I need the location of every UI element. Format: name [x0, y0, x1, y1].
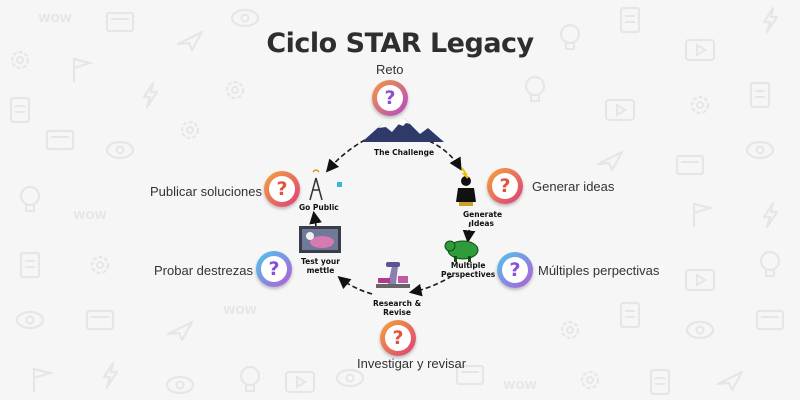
cycle-label-public: Go Public [299, 203, 339, 212]
cycle-label-generate: Generate Ideas [463, 210, 502, 228]
cycle-arrow-3 [462, 221, 476, 244]
cycle-label-research-line2: Revise [383, 308, 411, 317]
cycle-label-multiple-line2: Perspectives [441, 270, 496, 279]
cycle-label-generate-line1: Generate [463, 210, 503, 219]
cycle-arrow-4 [408, 275, 453, 297]
cycle-label-test-line2: mettle [306, 266, 335, 275]
question-mark-icon: ? [276, 178, 288, 200]
cycle-label-test-line1: Test your [301, 257, 340, 266]
microscope-icon [376, 262, 410, 288]
node-label-investigar-revisar: Investigar y revisar [357, 356, 467, 371]
cycle-arrow-5 [337, 275, 373, 295]
question-mark-icon: ? [268, 258, 280, 280]
question-button-investigar-revisar[interactable]: ? [380, 320, 416, 356]
question-button-generar-ideas[interactable]: ? [487, 168, 523, 204]
page-title: Ciclo STAR Legacy [266, 28, 534, 59]
question-button-publicar-soluciones[interactable]: ? [264, 171, 300, 207]
node-label-multiples-perpectivas: Múltiples perpectivas [538, 263, 660, 278]
node-label-probar-destrezas: Probar destrezas [154, 263, 253, 278]
node-label-reto: Reto [376, 62, 404, 77]
cursor-marker [337, 182, 342, 187]
question-mark-icon: ? [392, 327, 404, 349]
question-mark-icon: ? [509, 259, 521, 281]
cycle-label-research: Research & Revise [373, 299, 421, 317]
question-button-probar-destrezas[interactable]: ? [256, 251, 292, 287]
cycle-label-multiple-line1: Multiple [450, 261, 486, 270]
cycle-arrow-6 [309, 210, 322, 227]
test-photo [299, 226, 341, 253]
cycle-label-generate-line2: Ideas [471, 219, 494, 228]
question-mark-icon: ? [499, 175, 511, 197]
tower-icon [309, 169, 323, 201]
cycle-label-multiple: Multiple Perspectives [441, 261, 495, 279]
node-label-publicar-soluciones: Publicar soluciones [150, 184, 263, 199]
cycle-label-research-line1: Research & [373, 299, 422, 308]
cycle-label-test: Test your mettle [301, 257, 340, 275]
node-label-generar-ideas: Generar ideas [532, 179, 615, 194]
cycle-label-challenge: The Challenge [374, 148, 435, 157]
question-button-reto[interactable]: ? [372, 80, 408, 116]
pig-icon [444, 240, 479, 262]
question-button-multiples-perpectivas[interactable]: ? [497, 252, 533, 288]
mountain-icon [362, 118, 444, 142]
thinker-icon [456, 167, 476, 206]
question-mark-icon: ? [384, 87, 396, 109]
